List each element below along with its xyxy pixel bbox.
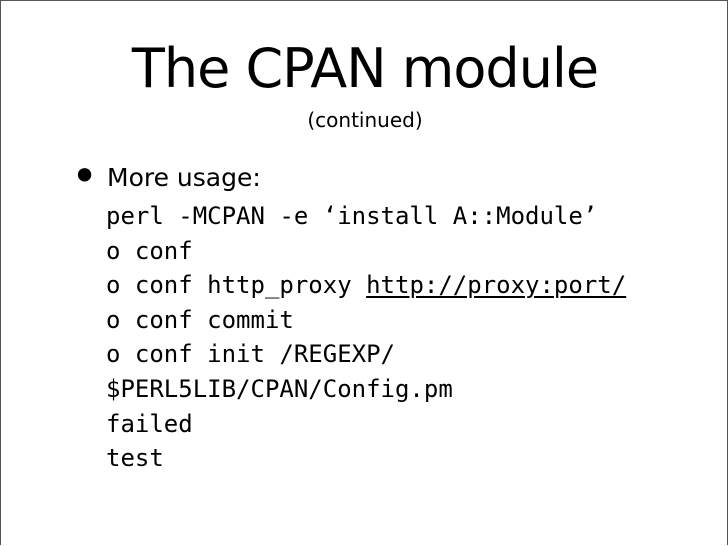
bullet-icon: • [71, 149, 99, 203]
code-line-config-path: $PERL5LIB/CPAN/Config.pm [106, 374, 453, 403]
slide-subtitle: (continued) [307, 108, 423, 132]
code-line-conf: o conf [106, 236, 193, 265]
bullet-text: More usage: [107, 163, 261, 192]
code-line-test: test [106, 444, 164, 473]
code-line-http-proxy-prefix: o conf http_proxy [106, 271, 367, 300]
code-line-install: perl -MCPAN -e ‘install A::Module’ [106, 202, 598, 230]
code-line-init: o conf init /REGEXP/ [106, 340, 395, 369]
proxy-url-link[interactable]: http://proxy:port/ [366, 271, 627, 300]
code-line-commit: o conf commit [106, 305, 294, 334]
code-block: perl -MCPAN -e ‘install A::Module’ o con… [106, 199, 626, 476]
code-line-http-proxy: o conf http_proxy http://proxy:port/ [106, 268, 626, 303]
slide-title: The CPAN module [131, 37, 599, 100]
code-line-failed: failed [106, 409, 193, 438]
